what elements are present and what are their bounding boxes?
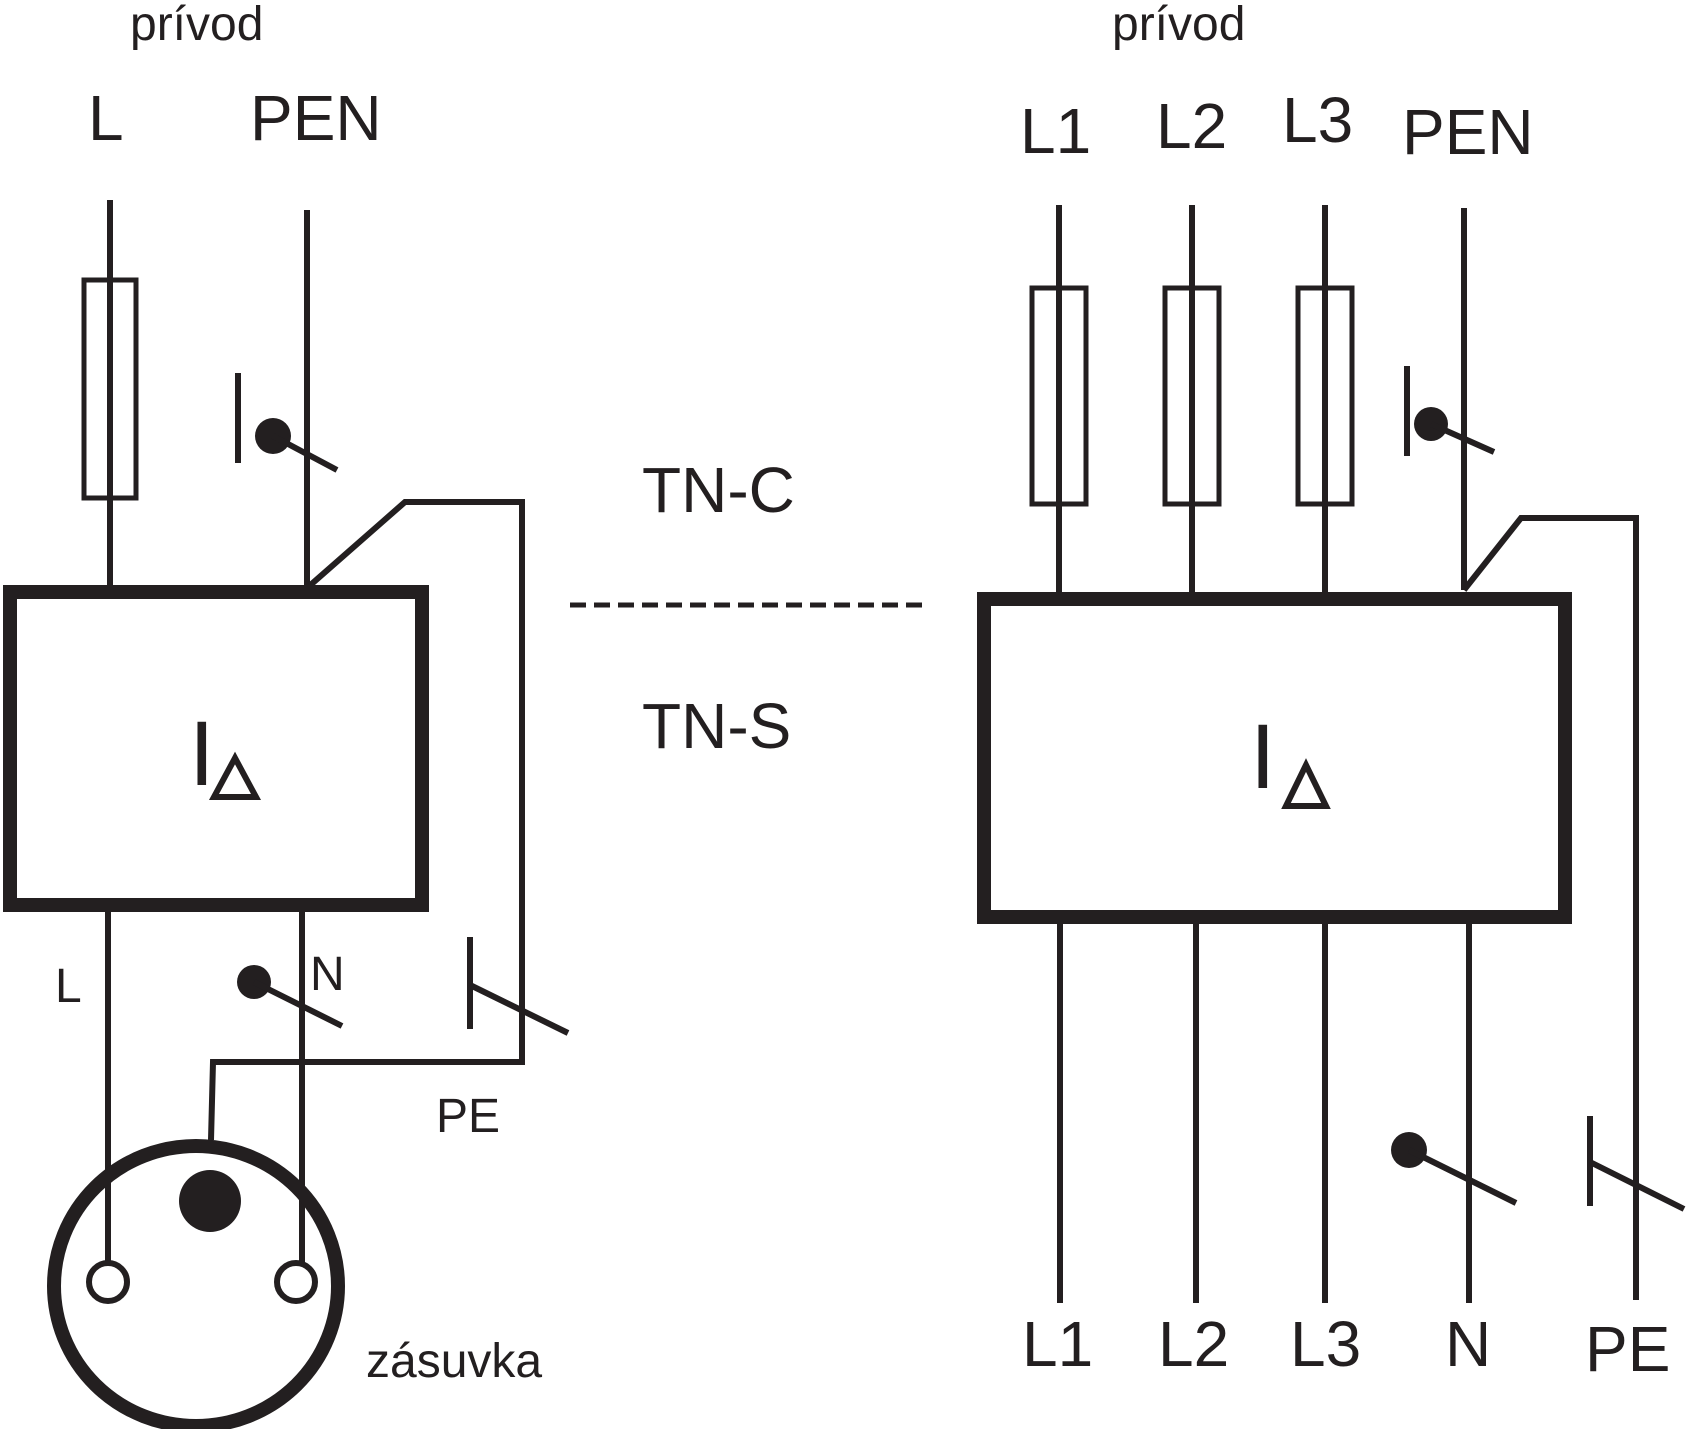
right-pe-grounding-symbol: [1587, 1116, 1686, 1212]
right-rcd-delta-icon: [1281, 758, 1331, 809]
left-rcd-delta-icon: [208, 751, 262, 800]
system-transition: TN-C TN-S: [570, 454, 922, 762]
left-out-label-l: L: [55, 960, 82, 1013]
left-out-label-pe: PE: [436, 1090, 500, 1143]
left-supply-title: prívod: [130, 0, 263, 51]
left-n-neutral-symbol: [237, 965, 344, 1029]
right-supply-label-l3: L3: [1282, 84, 1353, 156]
left-rcd-box: [3, 585, 429, 912]
left-out-label-n: N: [310, 948, 345, 1001]
left-rcd-symbol: I: [189, 703, 215, 805]
right-three-phase-circuit: prívod L1 L2 L3 PEN I: [977, 0, 1686, 1385]
lower-system-label: TN-S: [642, 690, 791, 762]
left-pe-grounding-symbol: [467, 937, 570, 1036]
left-supply-label-l: L: [88, 82, 124, 154]
right-pe-split-wire: [1461, 515, 1639, 1300]
left-pe-split-wire: [208, 499, 525, 1141]
upper-system-label: TN-C: [642, 454, 795, 526]
left-socket-label: zásuvka: [366, 1335, 542, 1388]
left-socket-l-terminal: [86, 1260, 130, 1304]
right-out-label-l3: L3: [1290, 1308, 1361, 1380]
left-socket-earth-pin: [179, 1170, 241, 1232]
right-rcd-symbol: I: [1250, 706, 1276, 808]
right-l3-fuse: [1295, 285, 1355, 507]
right-n-neutral-symbol: [1391, 1132, 1518, 1206]
right-supply-label-l1: L1: [1020, 95, 1091, 167]
right-out-label-l1: L1: [1022, 1308, 1093, 1380]
right-out-label-pe: PE: [1585, 1313, 1670, 1385]
right-l2-fuse: [1162, 285, 1222, 507]
right-supply-title: prívod: [1112, 0, 1245, 51]
right-out-label-l2: L2: [1158, 1308, 1229, 1380]
left-supply-label-pen: PEN: [250, 82, 382, 154]
left-single-phase-circuit: prívod L PEN I L N PE: [3, 0, 570, 1429]
left-socket-n-terminal: [274, 1260, 318, 1304]
right-l1-fuse: [1029, 285, 1089, 507]
left-l-fuse: [81, 277, 139, 501]
right-supply-label-l2: L2: [1156, 90, 1227, 162]
left-socket: [47, 1139, 345, 1429]
right-pen-bonding-symbol: [1404, 366, 1496, 456]
right-out-label-n: N: [1445, 1308, 1491, 1380]
left-socket-outline: [47, 1139, 345, 1429]
right-supply-label-pen: PEN: [1402, 96, 1534, 168]
right-rcd-box: [977, 592, 1572, 924]
left-pen-bonding-symbol: [235, 373, 339, 473]
